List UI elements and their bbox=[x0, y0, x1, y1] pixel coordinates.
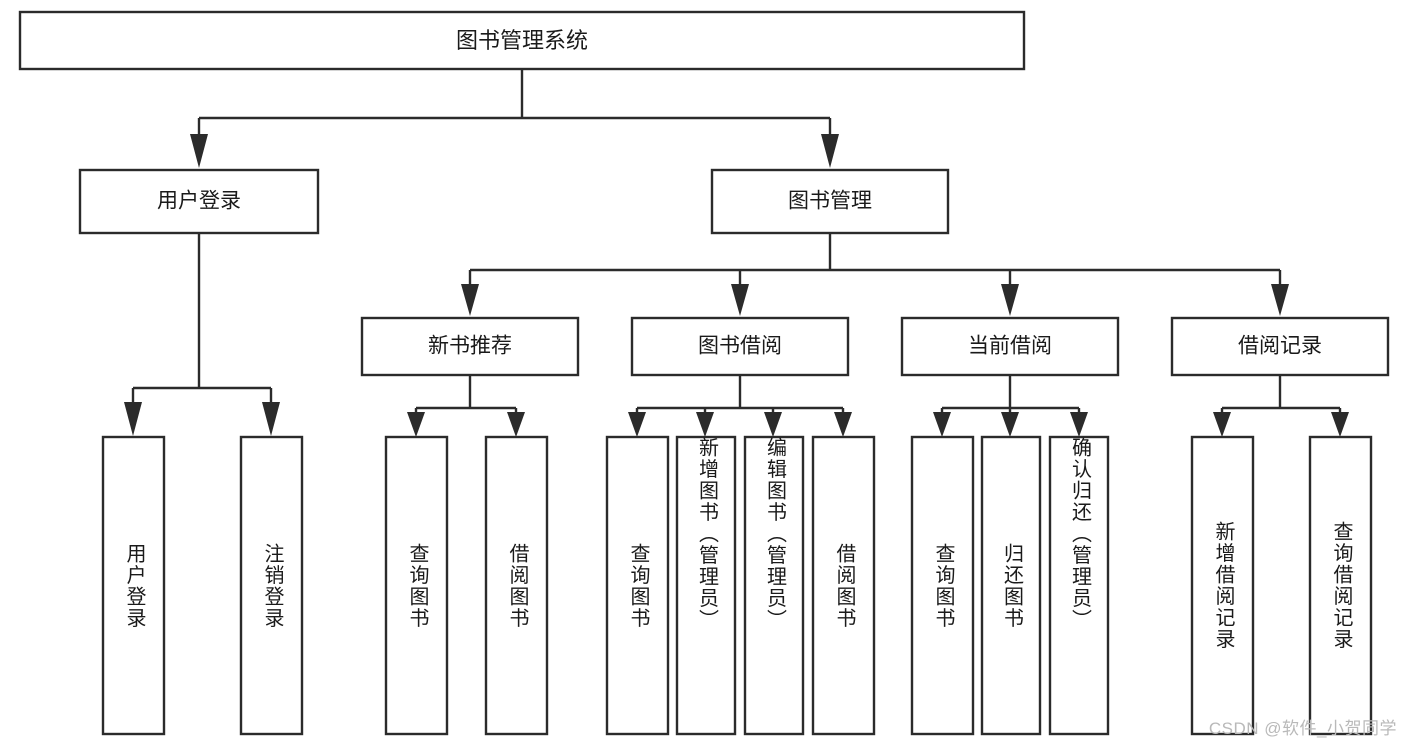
arrow-head-icon bbox=[1070, 412, 1088, 437]
arrow-head-icon bbox=[821, 134, 839, 168]
connector-group-new-book-recommend bbox=[407, 375, 525, 437]
node-current-borrow-box[interactable] bbox=[900, 316, 1120, 377]
leaf-box-query-book-1[interactable] bbox=[384, 435, 449, 736]
arrow-head-icon bbox=[731, 284, 749, 316]
arrow-head-icon bbox=[764, 412, 782, 437]
node-book-management-label: 图书管理 bbox=[788, 190, 872, 213]
node-new-book-recommend-box[interactable] bbox=[360, 316, 580, 377]
connector-group-root bbox=[190, 69, 839, 168]
node-current-borrow[interactable]: 当前借阅 bbox=[900, 316, 1120, 377]
node-current-borrow-label: 当前借阅 bbox=[968, 335, 1052, 358]
arrow-head-icon bbox=[1271, 284, 1289, 316]
node-new-book-recommend[interactable]: 新书推荐 bbox=[360, 316, 580, 377]
arrow-head-icon bbox=[407, 412, 425, 437]
node-book-borrow-box[interactable] bbox=[630, 316, 850, 377]
leaf-box-borrow-book-2[interactable] bbox=[811, 435, 876, 736]
arrow-head-icon bbox=[461, 284, 479, 316]
leaf-box-add-record[interactable] bbox=[1190, 435, 1255, 736]
connector-group-book-borrow bbox=[628, 375, 852, 437]
connector-group-book-management bbox=[461, 233, 1289, 316]
arrow-head-icon bbox=[628, 412, 646, 437]
node-root-box[interactable] bbox=[18, 10, 1026, 71]
connector-group-user-login bbox=[124, 233, 280, 436]
node-book-management[interactable]: 图书管理 bbox=[710, 168, 950, 235]
node-root-label: 图书管理系统 bbox=[456, 28, 588, 53]
arrow-head-icon bbox=[1331, 412, 1349, 437]
arrow-head-icon bbox=[1001, 284, 1019, 316]
node-root[interactable]: 图书管理系统 bbox=[18, 10, 1026, 71]
arrow-head-icon bbox=[124, 402, 142, 436]
arrow-head-icon bbox=[190, 134, 208, 168]
leaf-boxes-group bbox=[101, 435, 1373, 736]
leaf-box-confirm-return[interactable] bbox=[1048, 435, 1110, 736]
leaf-box-edit-book[interactable] bbox=[743, 435, 805, 736]
arrow-head-icon bbox=[1213, 412, 1231, 437]
node-book-borrow[interactable]: 图书借阅 bbox=[630, 316, 850, 377]
leaf-box-return-book[interactable] bbox=[980, 435, 1042, 736]
node-borrow-record-box[interactable] bbox=[1170, 316, 1390, 377]
node-user-login-box[interactable] bbox=[78, 168, 320, 235]
arrow-head-icon bbox=[933, 412, 951, 437]
connector-group-current-borrow bbox=[933, 375, 1088, 437]
leaf-box-borrow-book-1[interactable] bbox=[484, 435, 549, 736]
leaf-box-user-login[interactable] bbox=[101, 435, 166, 736]
node-borrow-record[interactable]: 借阅记录 bbox=[1170, 316, 1390, 377]
node-book-management-box[interactable] bbox=[710, 168, 950, 235]
leaf-box-logout-login[interactable] bbox=[239, 435, 304, 736]
leaf-box-query-record[interactable] bbox=[1308, 435, 1373, 736]
leaf-box-query-book-2[interactable] bbox=[605, 435, 670, 736]
node-new-book-recommend-label: 新书推荐 bbox=[428, 335, 512, 358]
watermark-text: CSDN @软件_小贺同学 bbox=[1208, 719, 1397, 738]
node-borrow-record-label: 借阅记录 bbox=[1238, 335, 1322, 358]
leaf-box-add-book[interactable] bbox=[675, 435, 737, 736]
arrow-head-icon bbox=[834, 412, 852, 437]
node-book-borrow-label: 图书借阅 bbox=[698, 335, 782, 358]
node-user-login-label: 用户登录 bbox=[157, 190, 241, 213]
node-user-login[interactable]: 用户登录 bbox=[78, 168, 320, 235]
connector-group-borrow-record bbox=[1213, 375, 1349, 437]
arrow-head-icon bbox=[262, 402, 280, 436]
arrow-head-icon bbox=[1001, 412, 1019, 437]
arrow-head-icon bbox=[696, 412, 714, 437]
arrow-head-icon bbox=[507, 412, 525, 437]
leaf-box-query-book-3[interactable] bbox=[910, 435, 975, 736]
